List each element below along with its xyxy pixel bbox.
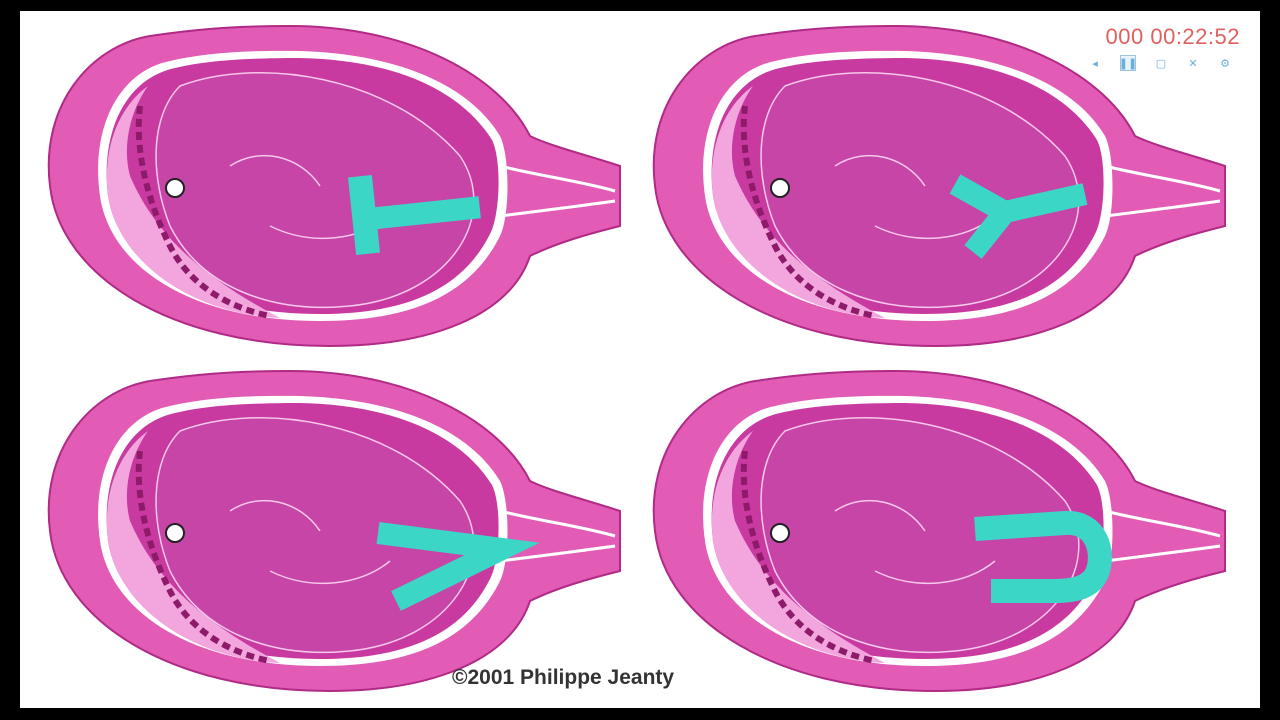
uterus-panel-v [30,361,630,701]
window-icon[interactable]: ▢ [1155,56,1167,70]
prev-icon[interactable]: ◂ [1092,56,1098,70]
letter-u-shape [974,511,1112,603]
letter-y-shape [949,174,1088,259]
letter-v-shape [376,522,540,611]
player-controls: ◂ ❚❚ ▢ ✕ ⚙ [1088,55,1232,71]
fullscreen-icon[interactable]: ✕ [1188,56,1198,70]
settings-icon[interactable]: ⚙ [1220,56,1230,70]
copyright-credit: ©2001 Philippe Jeanty [452,666,675,689]
uterus-panel-y [635,16,1235,356]
uterus-illustration [47,24,621,348]
uterus-illustration [47,369,621,693]
timer-display: 000 00:22:52 [1105,24,1240,49]
letter-t-shape [347,174,481,256]
uterus-illustration [652,24,1226,348]
pause-icon[interactable]: ❚❚ [1118,55,1138,71]
video-frame: 000 00:22:52 ◂ ❚❚ ▢ ✕ ⚙ ©2001 Philippe J… [20,11,1260,708]
uterus-panel-t [30,16,630,356]
uterus-illustration [652,369,1226,693]
uterus-panel-u [635,361,1235,701]
